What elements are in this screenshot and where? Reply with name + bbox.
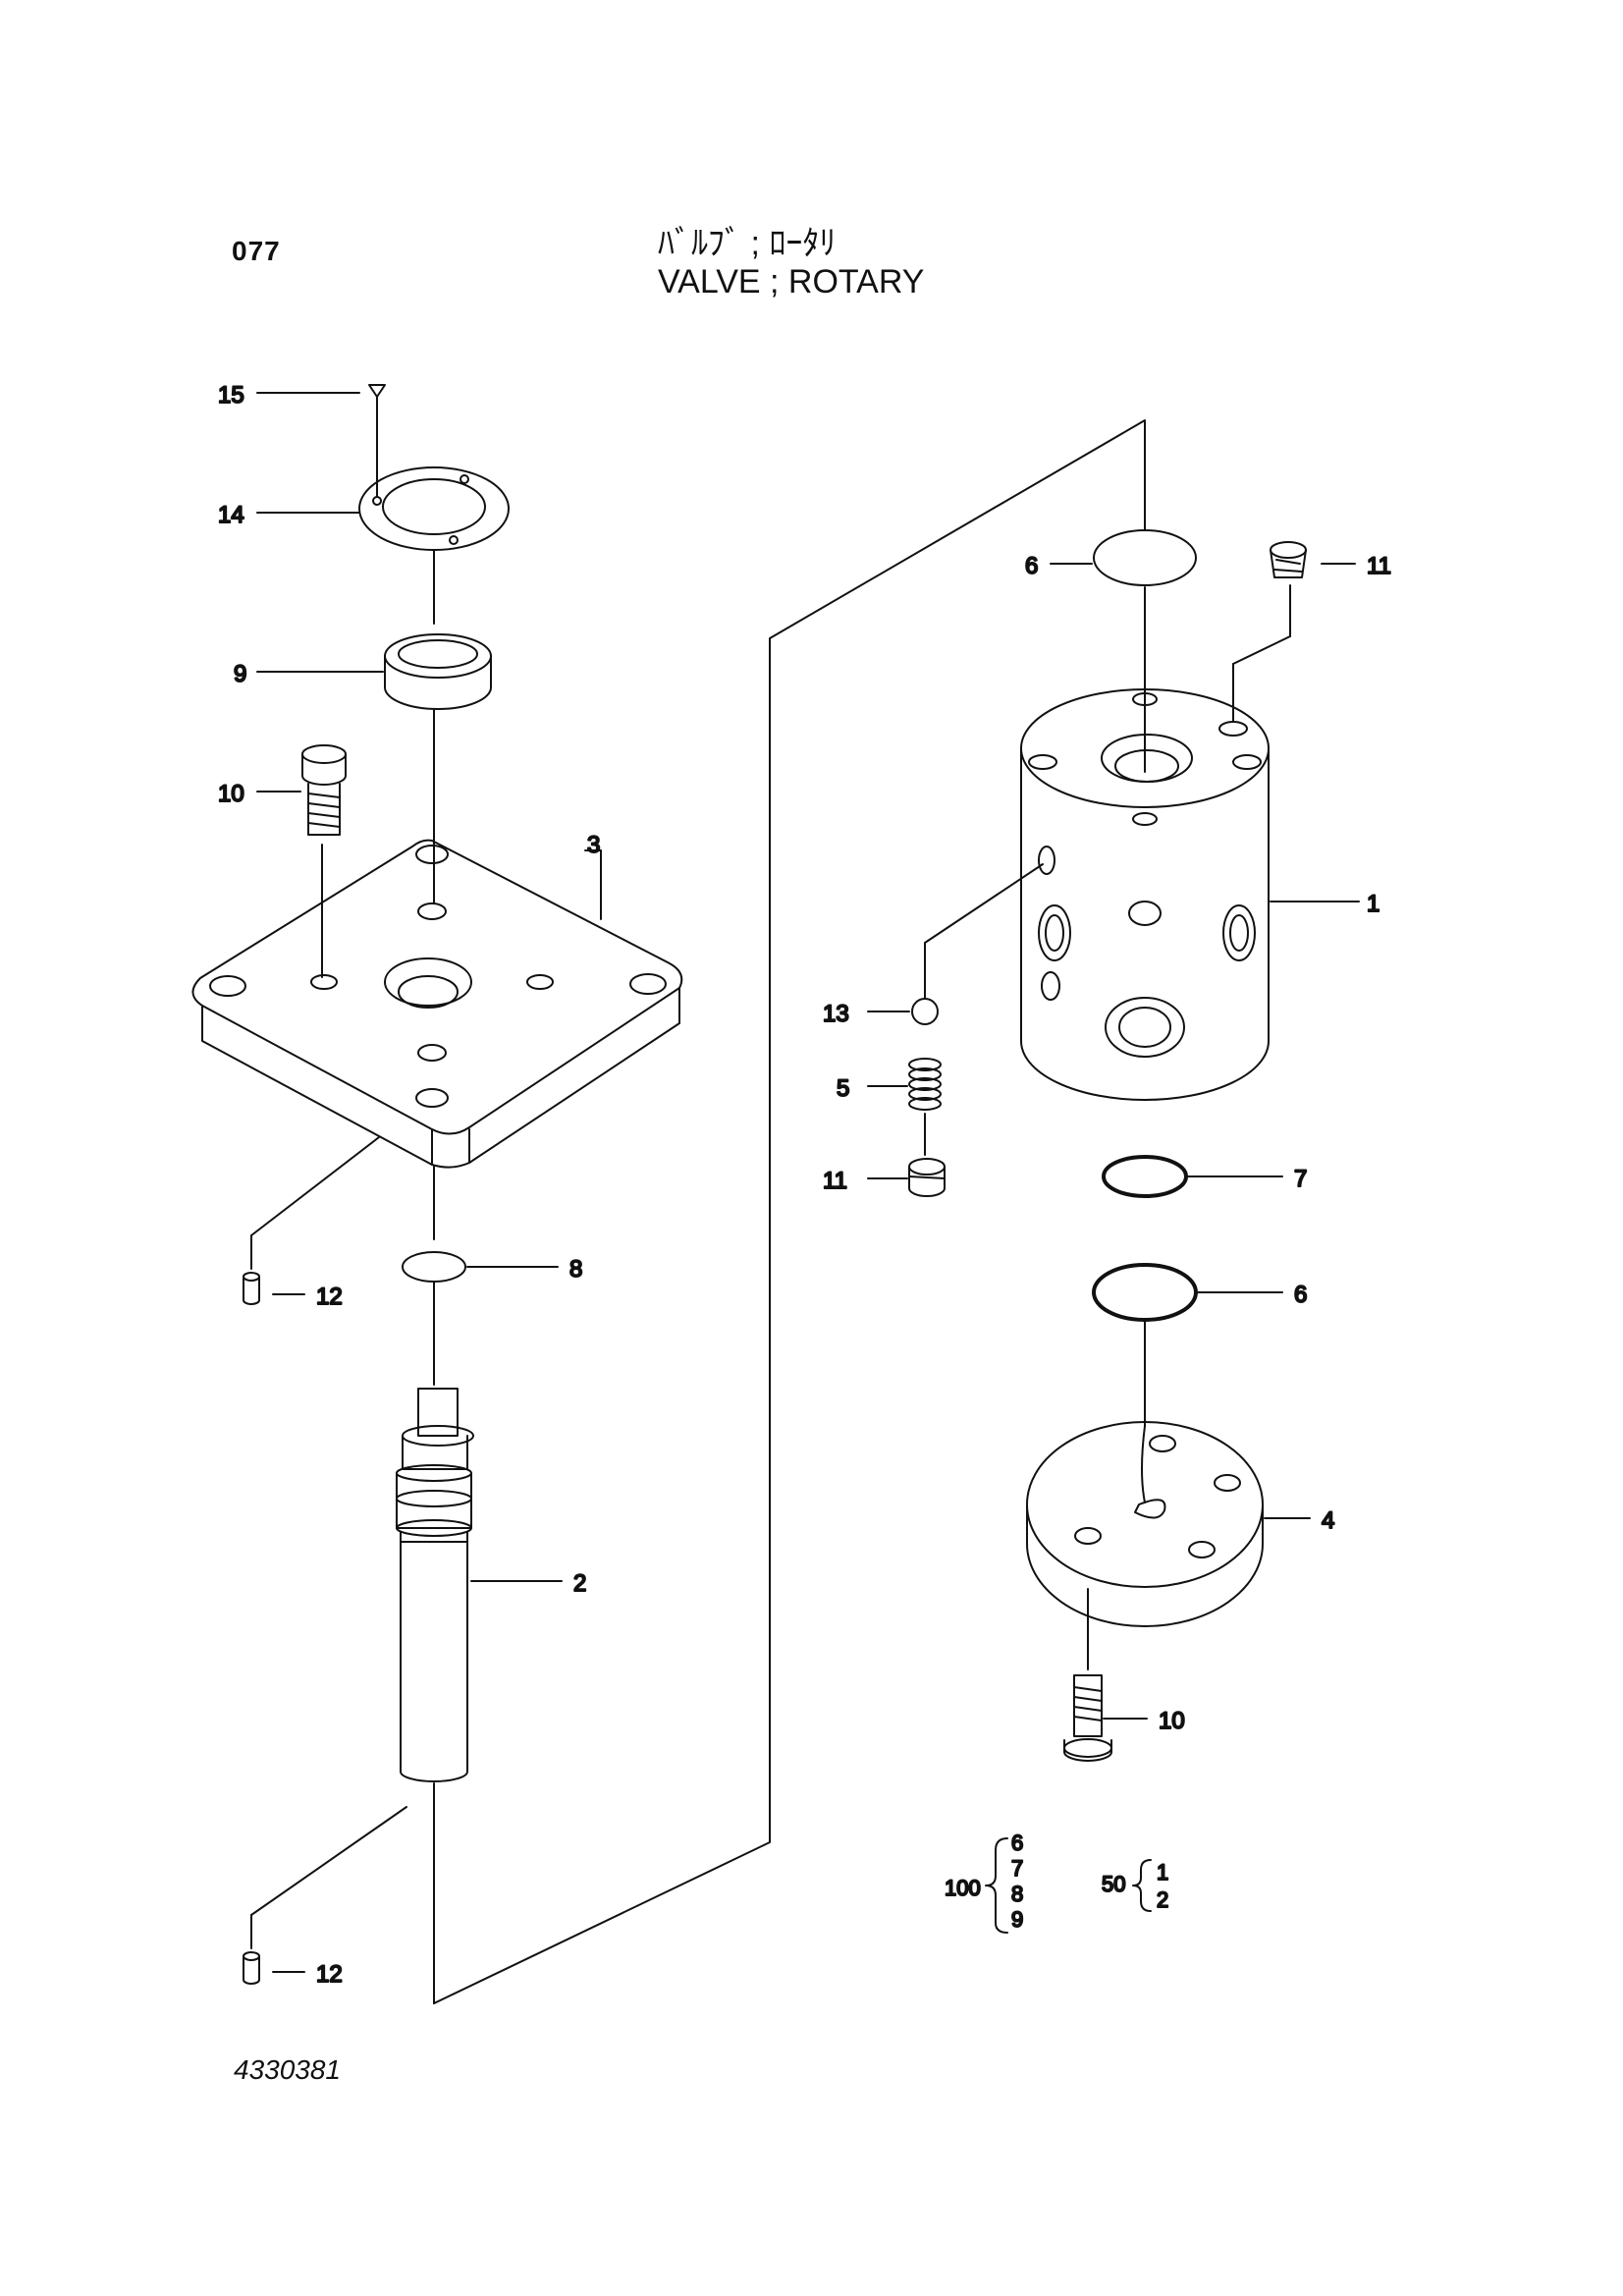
callout-14: 14 <box>218 502 244 528</box>
part-8-o-ring <box>402 1251 559 1386</box>
part-6-o-ring-lower <box>1092 1263 1283 1503</box>
callout-4: 4 <box>1322 1507 1334 1534</box>
part-14-plate <box>256 466 510 625</box>
drawing-number: 4330381 <box>234 2054 342 2085</box>
page-title-japanese: ﾊﾞﾙﾌﾞ ; ﾛｰﾀﾘ <box>658 225 837 262</box>
callout-12-upper: 12 <box>316 1284 343 1310</box>
callout-6-upper: 6 <box>1025 553 1038 579</box>
part-15-screw <box>256 384 386 497</box>
callout-6-lower: 6 <box>1294 1282 1307 1308</box>
callout-5: 5 <box>837 1075 849 1102</box>
callout-7: 7 <box>1294 1166 1307 1192</box>
callout-8: 8 <box>569 1256 582 1283</box>
kit-50-part: 1 <box>1157 1860 1168 1885</box>
callout-1: 1 <box>1367 891 1380 917</box>
kit-100-number: 100 <box>945 1876 981 1900</box>
callout-11-upper: 11 <box>1367 553 1391 579</box>
part-10-bolt-right <box>1063 1674 1148 1762</box>
callout-9: 9 <box>234 661 246 687</box>
kit-100-part: 8 <box>1011 1882 1023 1906</box>
callout-11-lower: 11 <box>823 1168 847 1194</box>
part-2-shaft <box>250 1388 563 2004</box>
page-number: 077 <box>232 236 281 266</box>
kit-50-number: 50 <box>1102 1872 1125 1896</box>
assembly-connection-line <box>433 419 1146 2004</box>
part-9-seal <box>256 633 492 904</box>
callout-15: 15 <box>218 382 244 409</box>
part-13-ball <box>867 998 939 1025</box>
kit-100-group: 100 6 7 8 9 <box>944 1830 1024 1934</box>
part-11-plug-lower <box>867 1158 946 1197</box>
part-11-plug-upper <box>1232 541 1356 722</box>
part-5-spring <box>867 1058 942 1156</box>
callout-10-left: 10 <box>218 781 244 807</box>
callout-10-right: 10 <box>1159 1708 1185 1734</box>
kit-100-part: 6 <box>1011 1831 1023 1855</box>
kit-50-part: 2 <box>1157 1887 1168 1912</box>
part-10-bolt-left <box>256 744 347 978</box>
part-6-o-ring-upper <box>1050 529 1197 773</box>
kit-50-group: 50 1 2 <box>1101 1859 1169 1913</box>
part-7-backup-ring <box>1102 1155 1283 1198</box>
part-12-pin-lower <box>243 1951 305 1985</box>
kit-100-part: 7 <box>1011 1856 1023 1881</box>
part-3-flange <box>191 839 683 1270</box>
part-4-end-plate <box>1026 1421 1311 1670</box>
callout-2: 2 <box>573 1570 586 1597</box>
callout-3: 3 <box>587 832 600 858</box>
kit-100-part: 9 <box>1011 1907 1023 1932</box>
part-1-valve-body <box>924 688 1360 1101</box>
callout-12-lower: 12 <box>316 1961 343 1988</box>
page-title-english: VALVE ; ROTARY <box>658 263 925 301</box>
part-12-pin-upper <box>243 1272 305 1305</box>
callout-13: 13 <box>823 1001 849 1027</box>
